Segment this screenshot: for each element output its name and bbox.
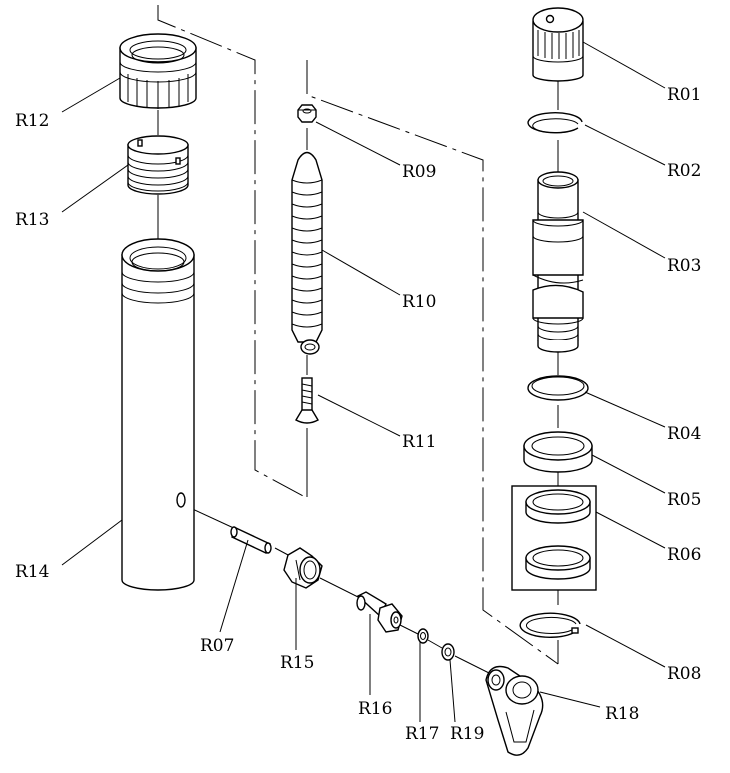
part-r12-knurled-nut	[119, 33, 197, 109]
part-r05-ring	[523, 431, 593, 473]
part-r03-barrel	[532, 171, 584, 353]
label-r10: R10	[402, 292, 436, 312]
part-r13-threaded-sleeve	[127, 135, 189, 195]
part-r11-screw	[295, 377, 319, 424]
part-r17-washer	[417, 628, 429, 644]
label-r02: R02	[667, 161, 701, 181]
part-r16-fitting	[356, 591, 403, 633]
label-r12: R12	[15, 111, 49, 131]
part-r08-circlip	[519, 612, 581, 638]
part-r01-cap	[532, 7, 584, 82]
label-r14: R14	[15, 562, 49, 582]
part-r04-split-ring	[527, 375, 589, 401]
part-r14-tube	[121, 238, 195, 591]
part-r15-nut	[283, 547, 323, 589]
label-r03: R03	[667, 256, 701, 276]
label-r13: R13	[15, 210, 49, 230]
part-r06-ring-set	[511, 485, 597, 591]
part-r10-spring	[291, 151, 323, 355]
part-r18-bracket	[485, 665, 544, 756]
label-r05: R05	[667, 490, 701, 510]
leader-lines	[61, 41, 666, 723]
label-r08: R08	[667, 664, 701, 684]
assembly-axes	[157, 5, 559, 677]
label-r06: R06	[667, 545, 701, 565]
label-r16: R16	[358, 699, 392, 719]
label-r04: R04	[667, 424, 701, 444]
label-r01: R01	[667, 85, 701, 105]
part-r02-split-ring	[527, 112, 583, 134]
label-r17: R17	[405, 724, 439, 744]
label-r11: R11	[402, 432, 436, 452]
callout-labels: R01 R02 R03 R04 R05 R06 R07 R08 R09 R10 …	[15, 85, 701, 744]
label-r19: R19	[450, 724, 484, 744]
label-r09: R09	[402, 162, 436, 182]
label-r15: R15	[280, 653, 314, 673]
label-r18: R18	[605, 704, 639, 724]
part-r09-hex-nut	[297, 104, 317, 123]
part-r07-pin	[230, 526, 272, 554]
part-r19-washer	[441, 643, 455, 661]
label-r07: R07	[200, 636, 234, 656]
